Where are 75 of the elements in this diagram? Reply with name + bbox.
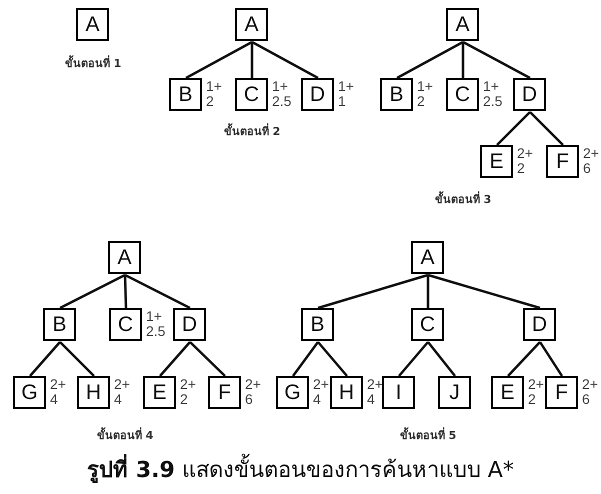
step-label: ขั้นตอนที่ 5 (400, 426, 456, 444)
tree-edge (124, 274, 191, 310)
tree-node: A (108, 241, 141, 274)
tree-node: A (446, 8, 479, 41)
cost-label: 1+ 2.5 (483, 79, 504, 109)
tree-node: B (169, 78, 202, 111)
cost-label: 2+ 2 (528, 377, 545, 407)
tree-edge (538, 341, 564, 377)
tree-node: F (545, 376, 578, 409)
tree-edge (462, 42, 464, 78)
tree-node: A (235, 8, 268, 41)
tree-node: F (208, 376, 241, 409)
step-label: ขั้นตอนที่ 2 (224, 122, 280, 140)
cost-label: 1+ 2 (417, 79, 434, 109)
tree-edge (426, 275, 430, 308)
tree-edge (59, 274, 126, 310)
figure-caption: รูปที่ 3.9 แสดงขั้นตอนของการค้นหาแบบ A* (0, 452, 601, 487)
tree-node: J (438, 376, 471, 409)
tree-node: E (480, 145, 513, 178)
tree-node: C (411, 308, 444, 341)
tree-edge (507, 341, 541, 377)
cost-label: 2+ 2 (517, 146, 534, 176)
tree-node: E (491, 376, 524, 409)
tree-node: D (523, 308, 556, 341)
tree-node: H (330, 376, 363, 409)
tree-edge (398, 341, 429, 377)
tree-node: D (513, 78, 546, 111)
step-label: ขั้นตอนที่ 1 (64, 54, 122, 72)
tree-node: A (76, 8, 109, 41)
cost-label: 2+ 2 (180, 377, 197, 407)
cost-label: 1+ 1 (338, 79, 355, 109)
tree-node: G (276, 376, 309, 409)
tree-edge (124, 274, 128, 308)
tree-edge (59, 341, 95, 377)
tree-edge (318, 274, 428, 310)
tree-node: H (77, 376, 110, 409)
cost-label: 2+ 4 (50, 377, 67, 407)
tree-edge (159, 341, 191, 377)
tree-node: D (173, 308, 206, 341)
tree-edge (189, 341, 226, 377)
tree-node: G (13, 376, 46, 409)
tree-edge (496, 111, 531, 146)
cost-label: 1+ 2.5 (146, 309, 166, 339)
cost-label: 2+ 4 (367, 377, 384, 407)
tree-node: C (446, 78, 479, 111)
tree-node: E (143, 376, 176, 409)
tree-edge (317, 341, 348, 377)
tree-edge (428, 274, 540, 310)
tree-node: B (301, 308, 334, 341)
cost-label: 2+ 6 (582, 377, 599, 407)
cost-label: 2+ 4 (114, 377, 131, 407)
tree-edge (292, 341, 319, 377)
tree-edge (251, 40, 319, 80)
tree-edge (185, 40, 253, 80)
tree-node: B (43, 308, 76, 341)
tree-edge (462, 40, 531, 80)
tree-edge (529, 111, 564, 146)
tree-node: I (382, 376, 415, 409)
tree-edge (396, 40, 464, 80)
cost-label: 1+ 2 (206, 79, 223, 109)
tree-node: D (301, 78, 334, 111)
tree-edge (427, 341, 456, 377)
step-label: ขั้นตอนที่ 3 (434, 190, 492, 208)
cost-label: 1+ 2.5 (272, 79, 292, 109)
tree-edge (29, 341, 61, 377)
tree-node: C (109, 308, 142, 341)
step-label: ขั้นตอนที่ 4 (96, 426, 154, 444)
tree-node: C (235, 78, 268, 111)
cost-label: 2+ 6 (245, 377, 262, 407)
tree-node: A (411, 241, 444, 274)
tree-node: B (380, 78, 413, 111)
tree-node: F (546, 145, 579, 178)
cost-label: 2+ 6 (583, 146, 600, 176)
tree-edge (250, 42, 254, 78)
cost-label: 2+ 4 (313, 377, 330, 407)
